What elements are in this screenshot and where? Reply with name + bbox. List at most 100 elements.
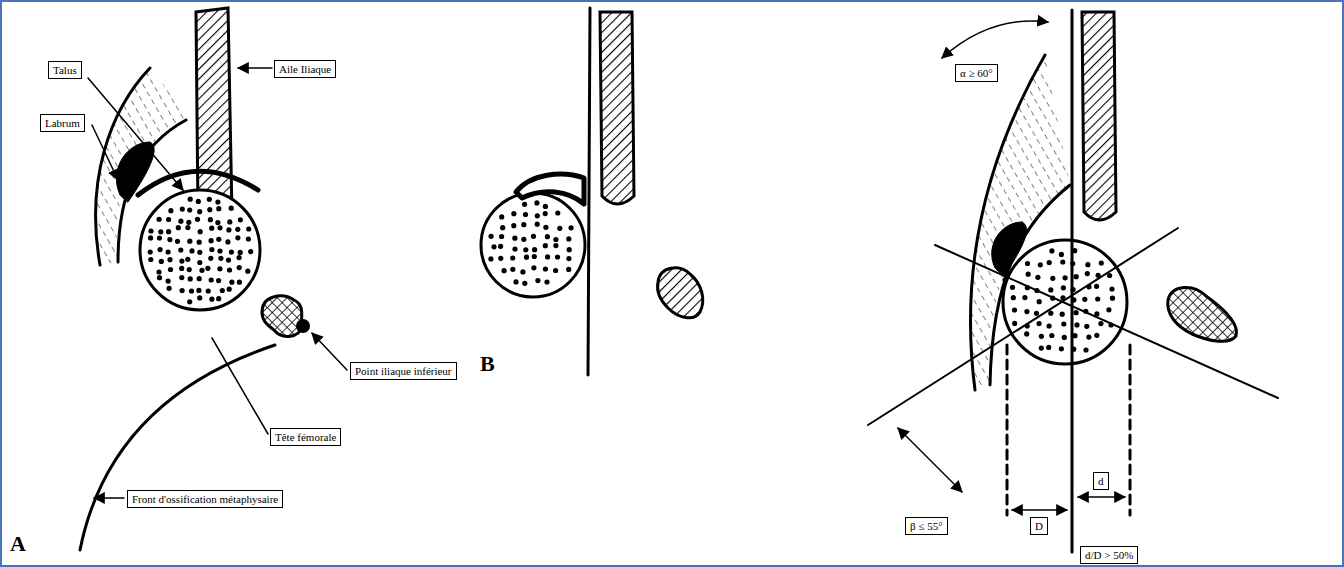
label-text: Front d'ossification métaphysaire: [132, 492, 278, 506]
dot: [235, 227, 240, 232]
dot: [1082, 297, 1087, 302]
dot: [175, 239, 180, 244]
angle-label: β ≤ 55°: [905, 517, 948, 535]
panel-letter: A: [10, 532, 26, 556]
dot: [157, 275, 162, 280]
dot: [158, 247, 163, 252]
dot: [178, 247, 183, 252]
dot: [189, 288, 194, 293]
dot: [180, 288, 185, 293]
dot: [185, 225, 190, 230]
dot: [188, 276, 193, 281]
dot: [238, 250, 243, 255]
panel-letter: B: [480, 352, 495, 376]
label-text: d: [1098, 474, 1104, 488]
dot: [532, 254, 537, 259]
dot: [185, 257, 190, 262]
dot: [1024, 331, 1029, 336]
dot: [246, 226, 251, 231]
part-label: Tête fémorale: [270, 428, 341, 446]
dot: [1060, 295, 1065, 300]
dot: [229, 206, 234, 211]
dot: [195, 217, 200, 222]
dot: [216, 237, 221, 242]
dot: [1059, 252, 1064, 257]
dot: [511, 211, 516, 216]
dot: [1060, 259, 1065, 264]
dot: [1011, 295, 1016, 300]
dot: [209, 226, 214, 231]
label-text: Point iliaque inférieur: [355, 364, 452, 378]
dot: [216, 296, 221, 301]
dot: [159, 259, 164, 264]
dot: [531, 265, 536, 270]
dot: [521, 222, 526, 227]
dot: [1050, 296, 1055, 301]
dot: [197, 260, 202, 265]
dot: [510, 267, 515, 272]
dot: [1010, 285, 1015, 290]
dot: [148, 235, 153, 240]
dot: [196, 199, 201, 204]
dot: [1071, 287, 1076, 292]
part-label: Aile Iliaque: [274, 60, 336, 78]
dot: [218, 256, 223, 261]
dot: [176, 225, 181, 230]
dot: [524, 255, 529, 260]
dot: [1025, 285, 1030, 290]
dot: [156, 269, 161, 274]
dot: [157, 235, 162, 240]
dot: [227, 287, 232, 292]
dot: [489, 234, 494, 239]
dot: [1096, 273, 1101, 278]
dot: [179, 266, 184, 271]
dot: [1037, 321, 1042, 326]
label-text: Aile Iliaque: [279, 62, 331, 76]
dot: [545, 254, 550, 259]
dot: [543, 204, 548, 209]
dot: [225, 239, 230, 244]
dot: [1022, 295, 1027, 300]
dot: [1061, 285, 1066, 290]
dot: [543, 243, 548, 248]
dot: [187, 299, 192, 304]
dot: [166, 229, 171, 234]
dot: [1025, 261, 1030, 266]
label-text: α ≥ 60°: [960, 66, 993, 80]
dot: [197, 295, 202, 300]
dot: [179, 275, 184, 280]
dot: [1049, 333, 1054, 338]
dot: [522, 281, 527, 286]
dot: [187, 239, 192, 244]
panel-b: [481, 8, 703, 375]
dot: [208, 217, 213, 222]
dot: [148, 228, 153, 233]
dot: [1099, 261, 1104, 266]
dot: [1025, 323, 1030, 328]
dot: [1071, 347, 1076, 352]
dot: [1060, 312, 1065, 317]
part-label: Labrum: [40, 114, 85, 132]
dot: [237, 265, 242, 270]
dot: [148, 249, 153, 254]
dot: [523, 212, 528, 217]
dot: [543, 211, 548, 216]
dot: [543, 266, 548, 271]
dot: [1084, 324, 1089, 329]
dot: [1095, 296, 1100, 301]
dot: [1071, 297, 1076, 302]
dot: [157, 217, 162, 222]
dot: [566, 236, 571, 241]
dot: [1094, 311, 1099, 316]
dimension-label: d: [1093, 472, 1109, 490]
dot: [1034, 311, 1039, 316]
dot: [555, 210, 560, 215]
dot: [553, 243, 558, 248]
dot: [1098, 321, 1103, 326]
dot: [1094, 333, 1099, 338]
dot: [180, 207, 185, 212]
dot: [500, 225, 505, 230]
dot: [1086, 335, 1091, 340]
dot: [1046, 345, 1051, 350]
